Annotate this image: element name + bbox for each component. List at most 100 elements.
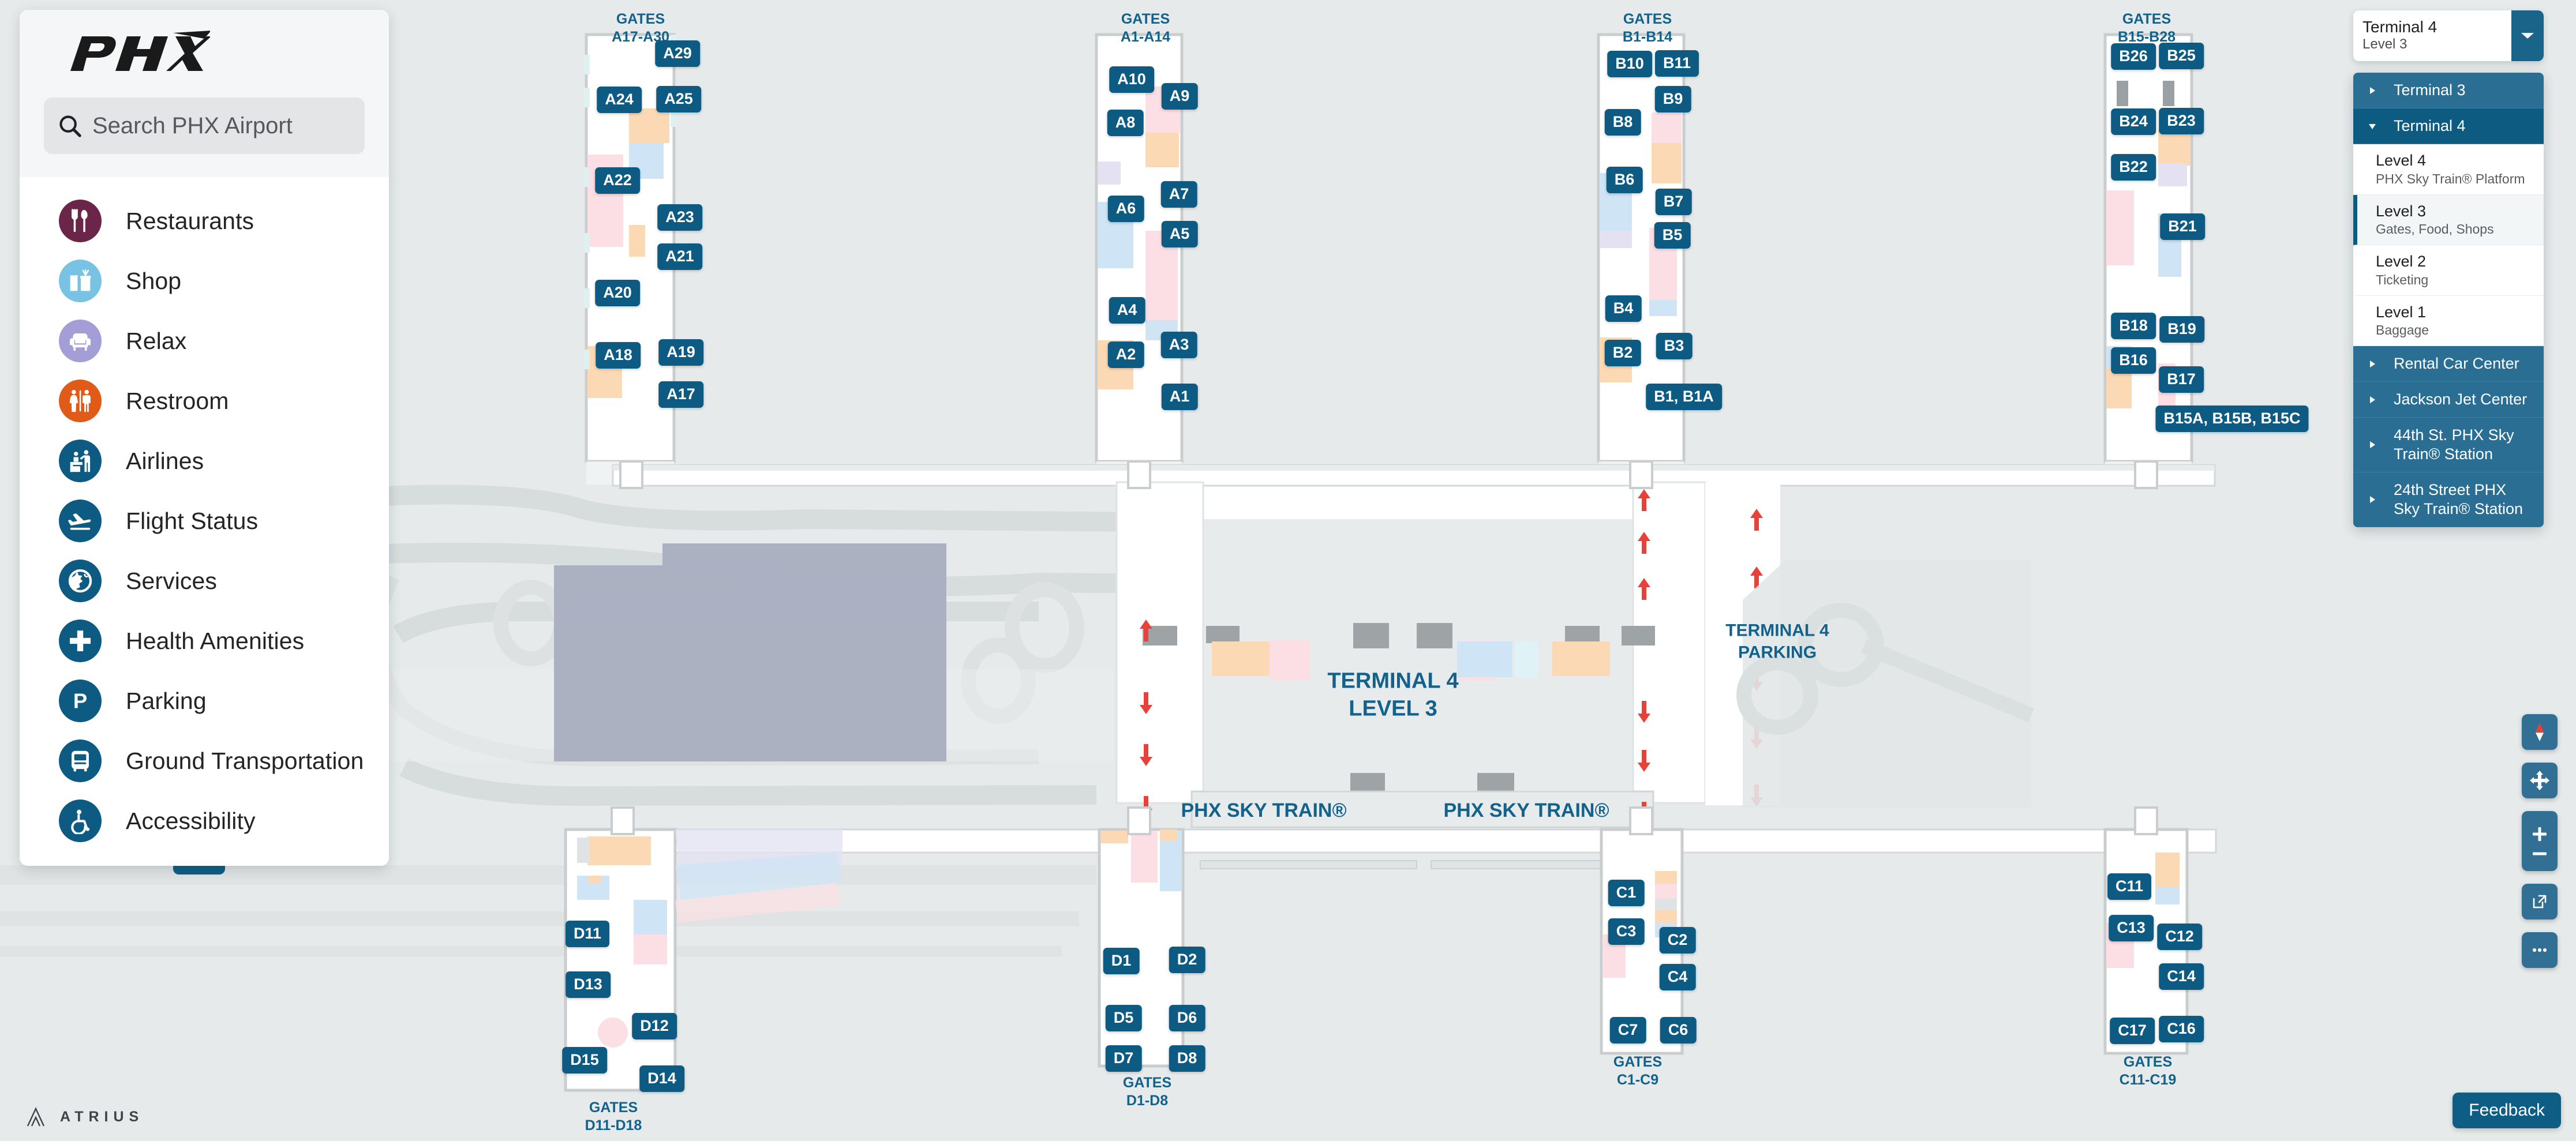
gate-badge[interactable]: A23	[657, 204, 702, 231]
gate-badge[interactable]: A1	[1161, 384, 1198, 410]
terminal-selector-button[interactable]: Terminal 4 Level 3	[2353, 10, 2544, 61]
gate-badge[interactable]: B4	[1605, 295, 1642, 322]
zoom-out-button[interactable]	[2531, 851, 2548, 857]
gate-badge[interactable]: A3	[1160, 332, 1197, 358]
gate-badge[interactable]: C12	[2157, 924, 2202, 950]
gate-badge[interactable]: C16	[2159, 1016, 2204, 1042]
gate-badge[interactable]: C7	[1609, 1017, 1646, 1044]
dropdown-group-44th-st-phx-sky-train-station[interactable]: 44th St. PHX Sky Train® Station	[2353, 418, 2544, 472]
gate-badge[interactable]: A25	[656, 86, 701, 112]
gate-badge[interactable]: A24	[597, 87, 642, 113]
terminal-selector-caret[interactable]	[2511, 10, 2544, 61]
gate-badge[interactable]: C4	[1659, 964, 1696, 990]
gate-badge[interactable]: C11	[2107, 873, 2152, 900]
gate-badge[interactable]: C2	[1659, 927, 1696, 954]
gate-badge[interactable]: B2	[1604, 340, 1641, 366]
gate-badge[interactable]: A18	[596, 342, 641, 369]
search-bar[interactable]	[44, 97, 389, 154]
gate-badge[interactable]: B15A, B15B, B15C	[2155, 406, 2309, 432]
gate-badge[interactable]: D6	[1169, 1005, 1205, 1031]
gate-badge[interactable]: A21	[657, 243, 702, 270]
dropdown-group-24th-street-phx-sky-train-station[interactable]: 24th Street PHX Sky Train® Station	[2353, 472, 2544, 527]
sidebar-item-restroom[interactable]: Restroom	[20, 371, 389, 431]
dropdown-level-name: Level 1	[2376, 303, 2427, 321]
dropdown-group-jackson-jet-center[interactable]: Jackson Jet Center	[2353, 382, 2544, 418]
gate-badge[interactable]: B3	[1656, 333, 1693, 359]
gate-badge[interactable]: B9	[1654, 86, 1691, 112]
gate-badge[interactable]: B25	[2159, 43, 2204, 69]
dropdown-group-terminal-4[interactable]: Terminal 4	[2353, 108, 2544, 144]
gate-badge[interactable]: B21	[2160, 213, 2205, 240]
dropdown-group-terminal-3[interactable]: Terminal 3	[2353, 73, 2544, 108]
sidebar-item-services[interactable]: Services	[20, 551, 389, 611]
gate-badge[interactable]: B11	[1654, 50, 1699, 77]
gate-badge[interactable]: B10	[1607, 51, 1652, 77]
gate-badge[interactable]: B17	[2159, 366, 2204, 393]
gate-badge[interactable]: B16	[2111, 347, 2156, 374]
gate-badge[interactable]: D15	[562, 1047, 607, 1074]
sidebar-item-shop[interactable]: Shop	[20, 251, 389, 311]
gate-badge[interactable]: C3	[1608, 918, 1645, 945]
gate-badge[interactable]: A9	[1161, 83, 1198, 110]
gate-badge[interactable]: B19	[2159, 316, 2204, 343]
pan-button[interactable]	[2522, 763, 2558, 798]
gate-badge[interactable]: D12	[632, 1013, 677, 1039]
gate-badge[interactable]: D8	[1169, 1045, 1205, 1072]
gate-badge[interactable]: A8	[1107, 110, 1144, 136]
gate-badge[interactable]: B1, B1A	[1646, 384, 1722, 410]
gate-badge[interactable]: A4	[1109, 297, 1145, 324]
gate-badge[interactable]: B8	[1604, 109, 1641, 136]
zoom-in-button[interactable]	[2531, 825, 2548, 843]
gate-badge[interactable]: D7	[1105, 1045, 1142, 1072]
gate-badge[interactable]: A5	[1161, 221, 1198, 247]
sidebar-item-health-amenities[interactable]: Health Amenities	[20, 611, 389, 671]
gate-badge[interactable]: D1	[1103, 948, 1140, 974]
more-options-button[interactable]	[2522, 932, 2558, 968]
sidebar-item-airlines[interactable]: Airlines	[20, 431, 389, 491]
gate-badge[interactable]: A6	[1107, 196, 1144, 222]
feedback-button[interactable]: Feedback	[2453, 1093, 2561, 1128]
gate-badge[interactable]: B23	[2159, 108, 2204, 134]
sidebar-item-restaurants[interactable]: Restaurants	[20, 191, 389, 251]
expand-map-button[interactable]	[2522, 884, 2558, 919]
gate-badge[interactable]: D5	[1105, 1005, 1142, 1031]
gate-badge[interactable]: A10	[1109, 66, 1154, 93]
search-input[interactable]	[92, 108, 389, 143]
gate-badge[interactable]: A7	[1160, 181, 1197, 208]
gate-badge[interactable]: D14	[639, 1065, 684, 1092]
gate-badge[interactable]: B24	[2111, 108, 2156, 135]
gate-badge[interactable]: D11	[565, 921, 610, 947]
gate-badge[interactable]: C17	[2110, 1018, 2155, 1044]
gate-badge[interactable]: C13	[2109, 915, 2154, 941]
gate-badge[interactable]: B5	[1654, 222, 1691, 249]
gate-badge[interactable]: D2	[1169, 947, 1205, 973]
gate-badge[interactable]: A2	[1107, 341, 1144, 368]
gate-badge[interactable]: A17	[658, 381, 703, 408]
sidebar-item-relax[interactable]: Relax	[20, 311, 389, 371]
compass-button[interactable]	[2522, 714, 2558, 750]
sidebar-item-flight-status[interactable]: Flight Status	[20, 491, 389, 551]
gate-badge[interactable]: A22	[595, 167, 640, 194]
gate-badge[interactable]: B26	[2111, 43, 2156, 70]
gate-badge[interactable]: B6	[1606, 167, 1643, 193]
gate-badge[interactable]: B18	[2111, 313, 2156, 339]
sidebar-item-accessibility[interactable]: Accessibility	[20, 791, 389, 851]
phx-logo[interactable]	[60, 31, 210, 77]
gate-badge[interactable]: C6	[1660, 1017, 1697, 1044]
gate-badge[interactable]: C14	[2159, 963, 2204, 990]
sidebar-item-ground-transportation[interactable]: Ground Transportation	[20, 731, 389, 791]
dropdown-group-rental-car-center[interactable]: Rental Car Center	[2353, 346, 2544, 382]
gate-badge[interactable]: B22	[2111, 154, 2156, 181]
gate-badge[interactable]: C1	[1608, 880, 1645, 906]
gate-badge[interactable]: A29	[655, 40, 700, 67]
gate-badge[interactable]: D13	[566, 971, 611, 998]
gate-badge[interactable]: A20	[595, 280, 640, 306]
gate-badge[interactable]: A19	[658, 339, 703, 366]
gate-badge[interactable]: B7	[1655, 189, 1692, 215]
